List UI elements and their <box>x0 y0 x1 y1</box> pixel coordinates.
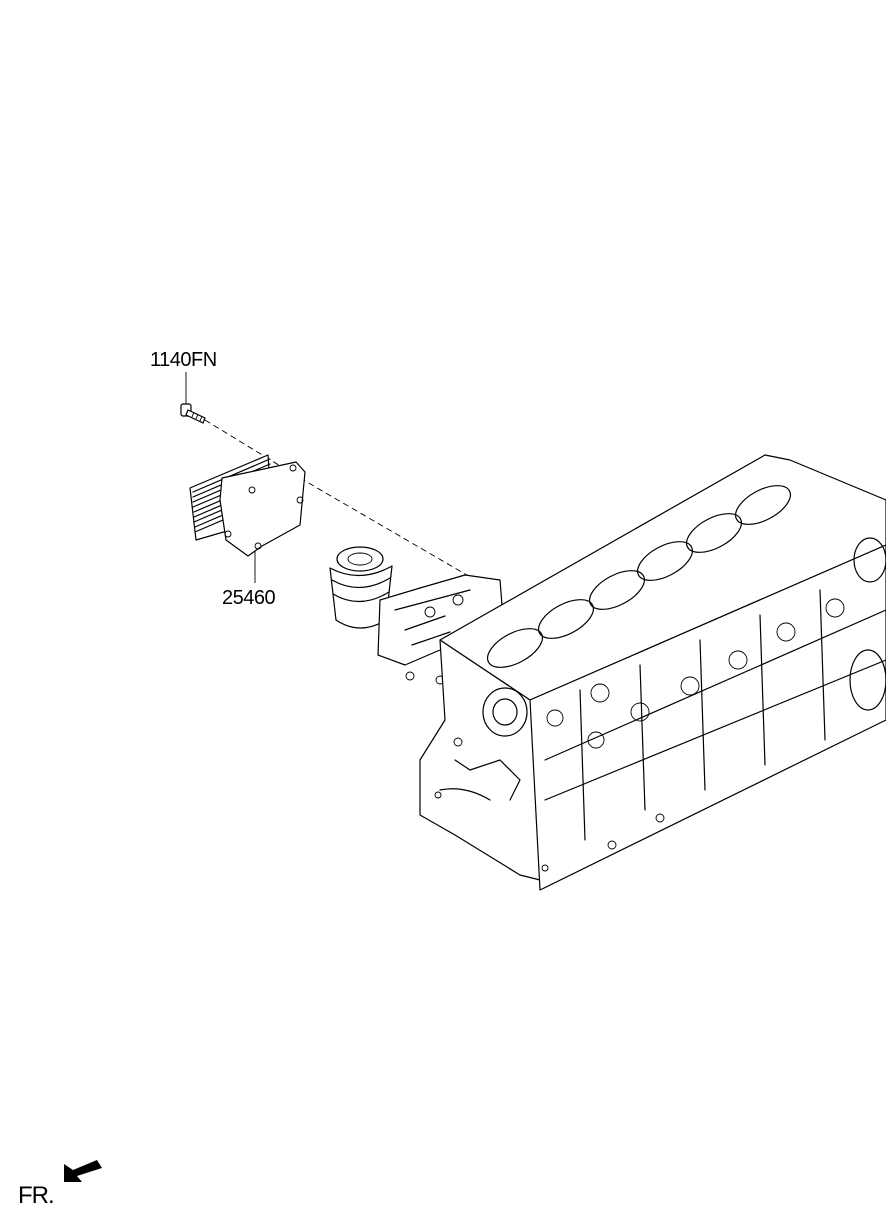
oil-cooler-part <box>189 454 306 557</box>
front-direction-label: FR. <box>18 1182 55 1209</box>
bolt-part-number-label: 1140FN <box>150 349 217 371</box>
cylinder-bores <box>486 485 792 668</box>
engine-block <box>419 454 886 891</box>
bolt-part <box>180 403 206 424</box>
oil-cooler-part-number-label: 25460 <box>222 587 276 609</box>
front-arrow-icon <box>64 1160 102 1182</box>
oil-filter-housing <box>329 546 503 685</box>
